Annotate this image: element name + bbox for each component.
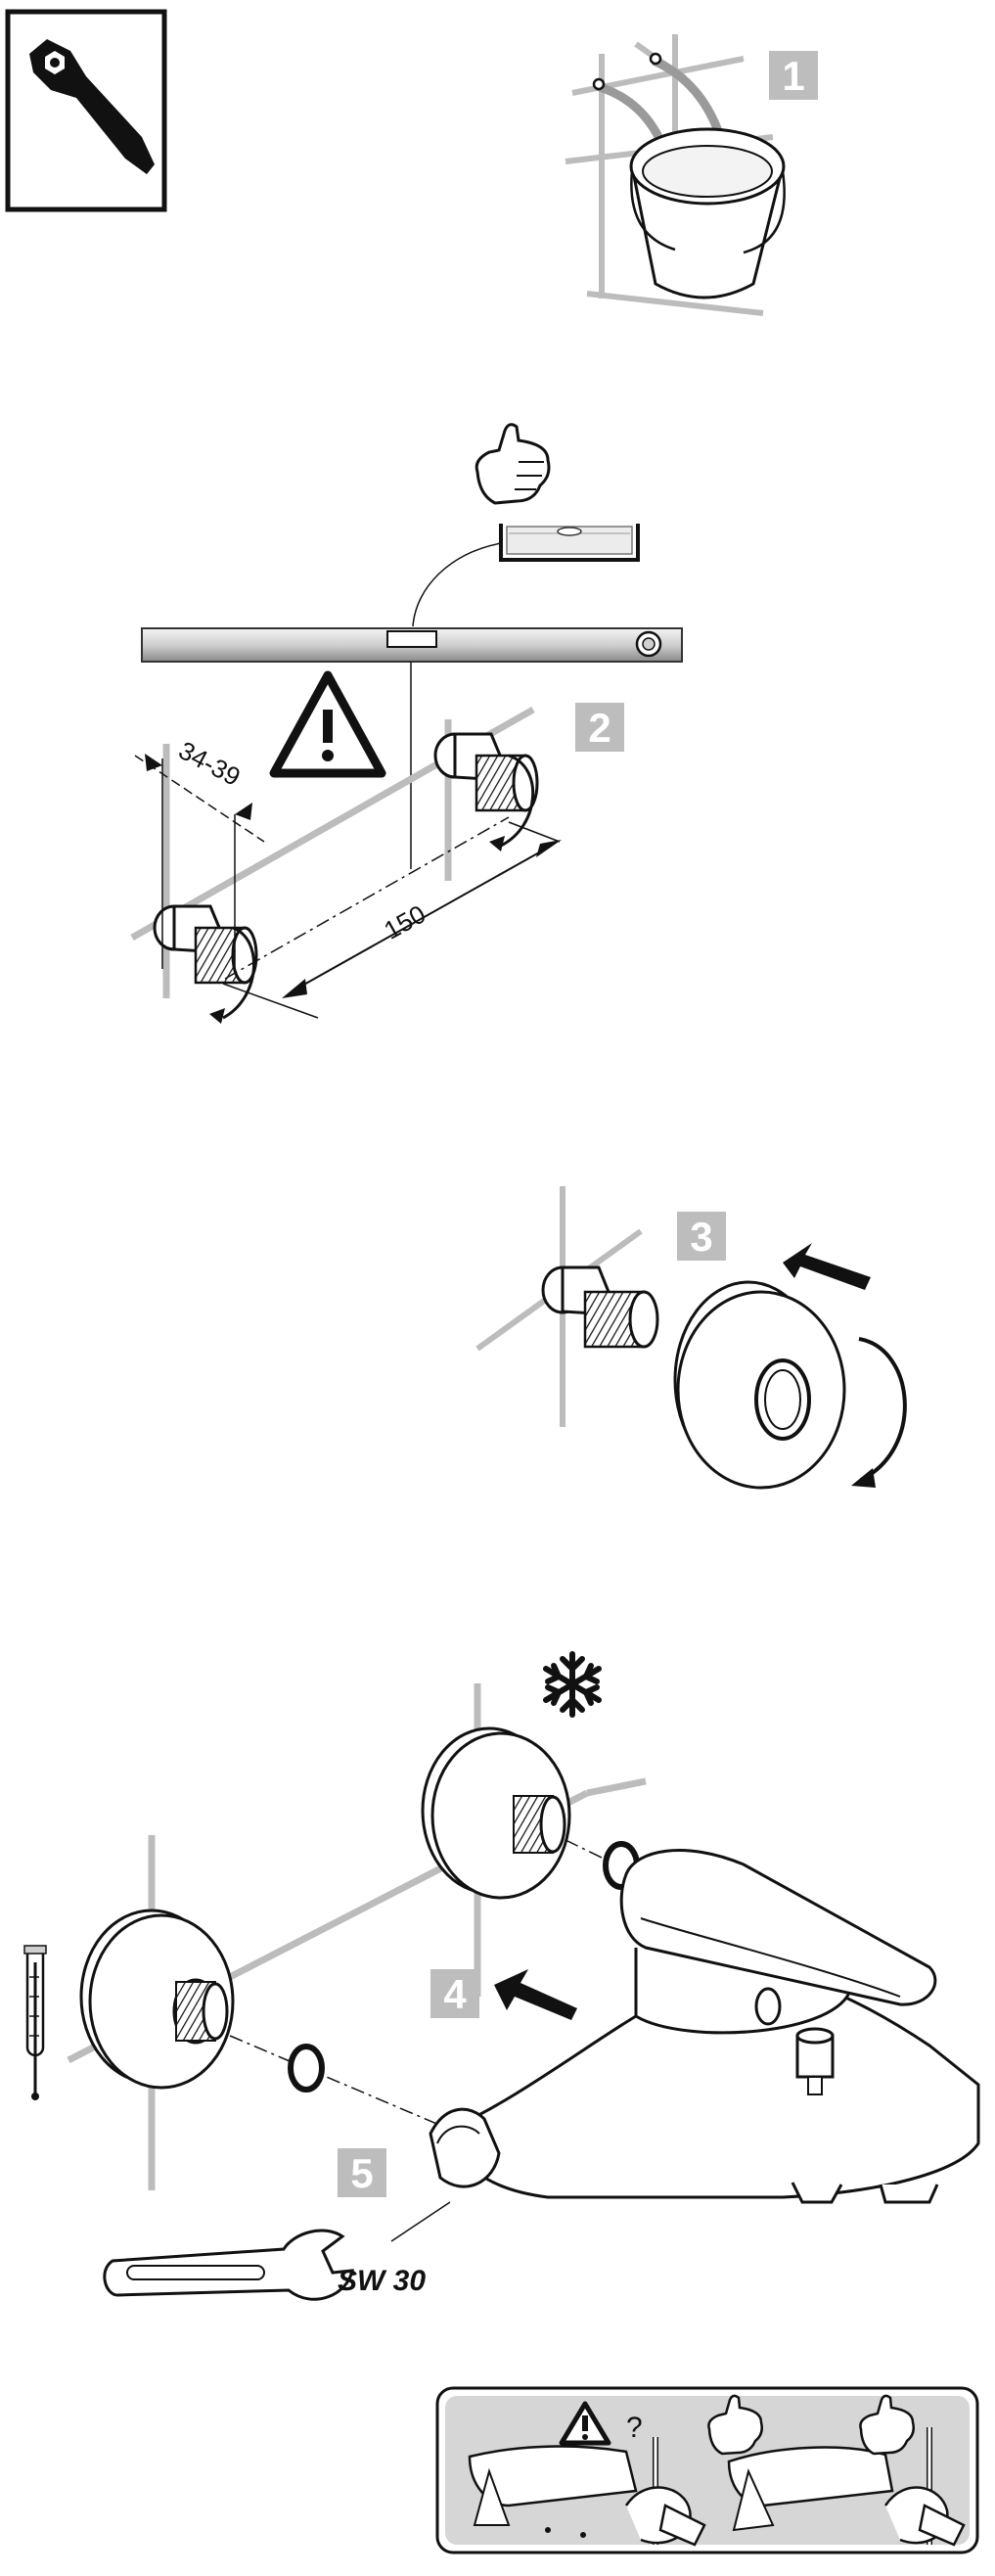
eccentric-fitting-left — [153, 904, 258, 1024]
question-mark: ? — [626, 2412, 643, 2444]
correct-usage-illustration — [707, 2394, 966, 2547]
step2-badge: 2 — [575, 703, 624, 752]
step5-badge: 5 — [338, 2148, 386, 2197]
push-arrow-step3 — [783, 1243, 871, 1290]
connector-right — [421, 1726, 571, 1900]
operating-note-panel: ? — [435, 2386, 979, 2554]
connector-left — [79, 1909, 235, 2090]
step3-number: 3 — [690, 1214, 712, 1260]
wrench-nut-icon — [29, 39, 155, 174]
dimension-34-39-label: 34-39 — [174, 735, 246, 792]
thumbs-up-icon — [859, 2394, 915, 2456]
service-icon-box — [5, 9, 167, 212]
step1-flush-illustration: 1 — [565, 34, 818, 316]
step3-badge: 3 — [677, 1212, 726, 1261]
thermometer-icon — [23, 1945, 47, 2100]
incorrect-usage-illustration: ? — [468, 2401, 706, 2547]
mixer-body — [429, 1849, 980, 2204]
rotate-arrow-step3 — [851, 1337, 907, 1488]
bucket — [629, 127, 786, 299]
step1-number: 1 — [782, 53, 804, 99]
step3-cover-illustration: 3 — [475, 1186, 907, 1490]
step4-badge: 4 — [430, 1969, 479, 2018]
snowflake-icon — [543, 1651, 602, 1718]
wrench-size-label: SW 30 — [338, 2265, 426, 2297]
cover-rosette — [673, 1280, 846, 1490]
push-arrow-step4 — [494, 1969, 577, 2020]
step2-number: 2 — [588, 705, 611, 751]
open-end-wrench-icon — [103, 2229, 354, 2301]
warning-triangle-icon — [269, 670, 386, 778]
dimension-150: 150 — [222, 816, 562, 1019]
eccentric-fitting-step3 — [541, 1265, 659, 1349]
step4-number: 4 — [443, 1971, 467, 2017]
thumbs-up-icon — [707, 2394, 763, 2456]
spirit-level — [141, 627, 683, 663]
level-vial-detail — [412, 524, 640, 627]
step2-alignment-illustration: 150 34-39 2 — [130, 423, 683, 1024]
thumbs-up-icon — [475, 423, 551, 505]
step1-badge: 1 — [769, 51, 818, 100]
step5-number: 5 — [350, 2150, 373, 2196]
step4-mount-illustration: 4 5 SW 30 — [23, 1651, 980, 2301]
eccentric-fitting-right — [433, 732, 539, 851]
